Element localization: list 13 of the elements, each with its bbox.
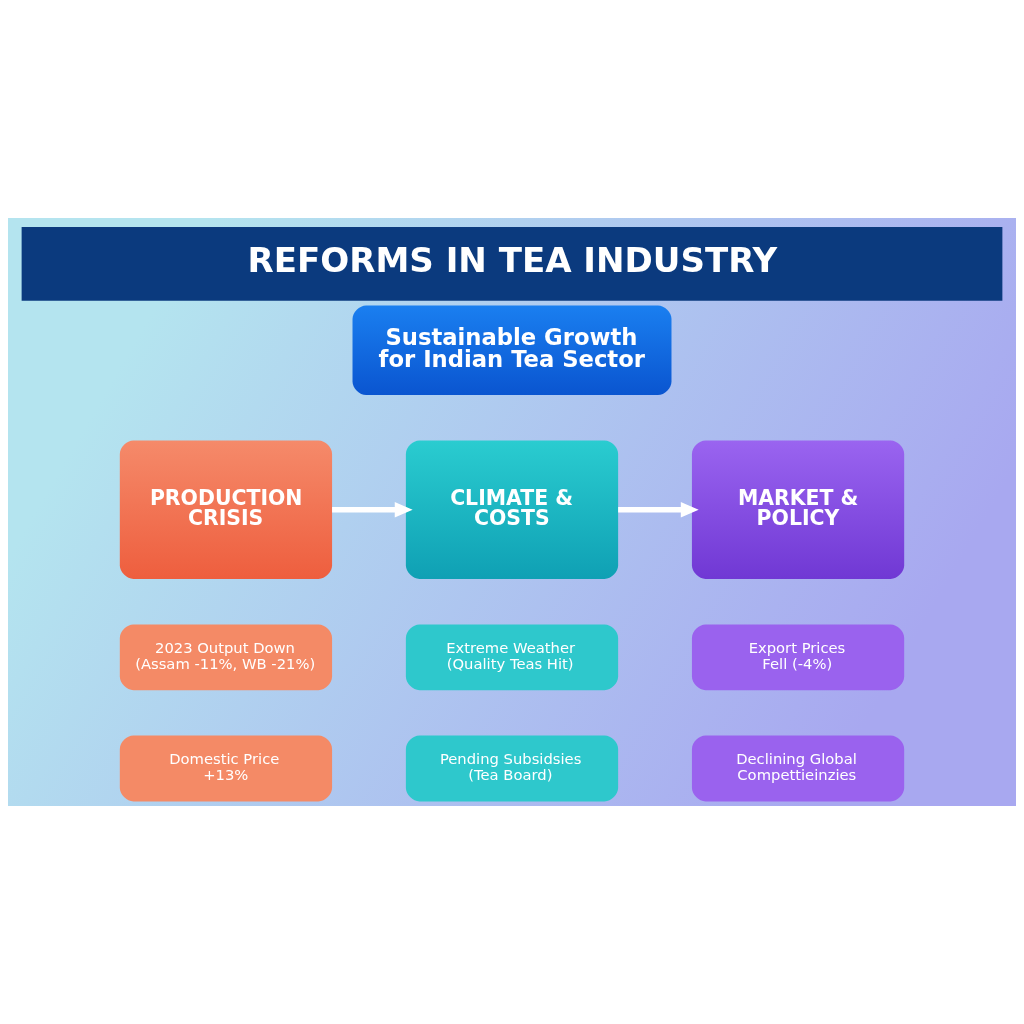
node-box: PRODUCTION CRISIS (119, 440, 333, 579)
node-box: CLIMATE & COSTS (405, 440, 619, 579)
node-box: Pending Subsidsies (Tea Board) (405, 735, 619, 802)
node-box: Export Prices Fell (-4%) (691, 624, 905, 691)
node-box: Domestic Price +13% (119, 735, 333, 802)
node-box: Declining Global Compettieinzies (691, 735, 905, 802)
arrow (332, 501, 413, 518)
node-box: Sustainable Growth for Indian Tea Sector (352, 305, 672, 396)
node-box: 2023 Output Down (Assam -11%, WB -21%) (119, 624, 333, 691)
arrow (618, 501, 699, 518)
node-box: MARKET & POLICY (691, 440, 905, 579)
node-box: Extreme Weather (Quality Teas Hit) (405, 624, 619, 691)
diagram-title: REFORMS IN TEA INDUSTRY (247, 239, 778, 280)
